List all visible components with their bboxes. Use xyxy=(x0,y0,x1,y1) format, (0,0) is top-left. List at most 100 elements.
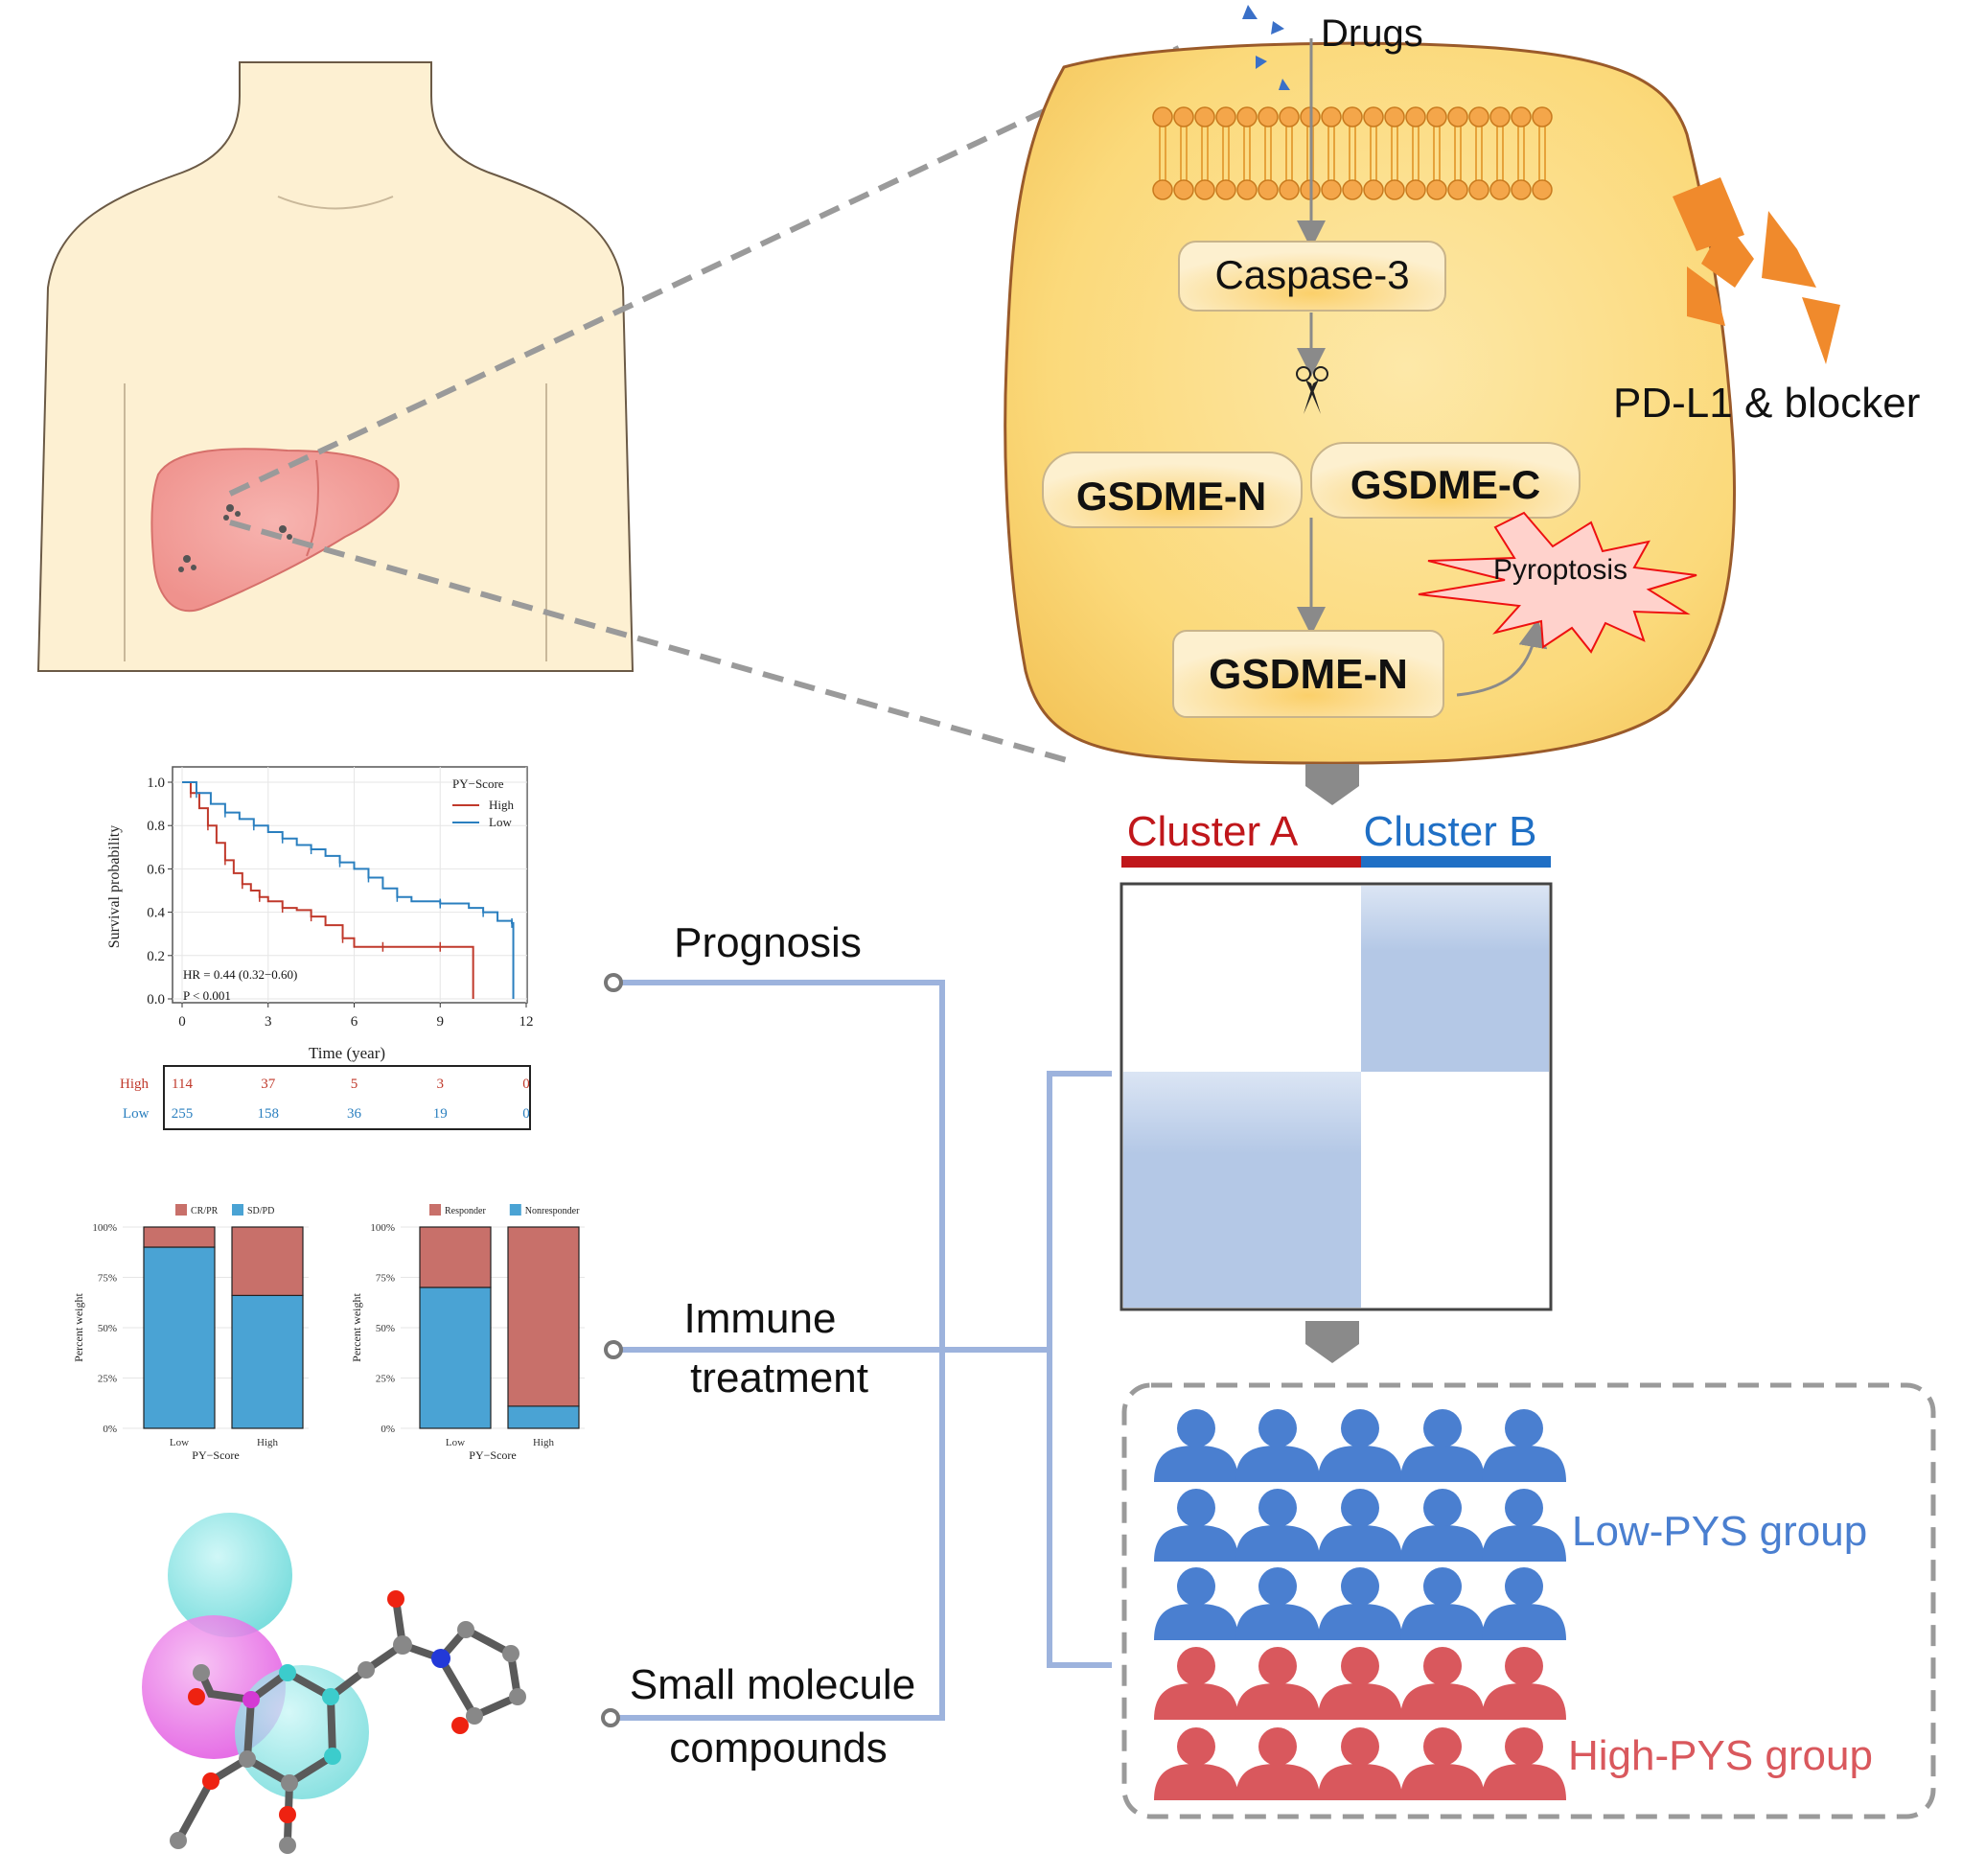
person-head xyxy=(1341,1409,1379,1448)
km-ytick-label: 0.8 xyxy=(147,819,165,834)
gsdme-c-label: GSDME-C xyxy=(1350,462,1540,507)
person-head xyxy=(1258,1567,1297,1606)
km-line-high xyxy=(182,781,474,999)
lipid-head xyxy=(1405,179,1426,200)
lipid-head xyxy=(1342,179,1363,200)
person-head xyxy=(1505,1489,1543,1527)
risk-table-cell: 0 xyxy=(522,1077,530,1092)
person-head xyxy=(1423,1727,1462,1766)
person-head xyxy=(1258,1409,1297,1448)
person-icon-low xyxy=(1482,1409,1566,1482)
patient-groups-box xyxy=(1121,1382,1936,1819)
person-head xyxy=(1505,1647,1543,1685)
person-body xyxy=(1400,1604,1485,1640)
person-head xyxy=(1423,1647,1462,1685)
person-head xyxy=(1258,1489,1297,1527)
km-ytick-label: 0.4 xyxy=(147,906,165,921)
person-body xyxy=(1400,1764,1485,1800)
person-icon-low xyxy=(1400,1409,1485,1482)
lipid-head xyxy=(1447,179,1468,200)
gsdme-n-bottom-label: GSDME-N xyxy=(1209,651,1408,698)
lipid-head xyxy=(1321,179,1342,200)
lipid-head xyxy=(1342,106,1363,127)
prognosis-node xyxy=(604,973,623,992)
person-icon-low xyxy=(1154,1489,1238,1562)
prognosis-label: Prognosis xyxy=(674,919,862,966)
person-icon-high xyxy=(1154,1647,1238,1720)
lipid-head xyxy=(1363,179,1384,200)
high-group-label: High-PYS group xyxy=(1568,1732,1873,1779)
lipid-head xyxy=(1173,106,1194,127)
cluster-b-bar xyxy=(1361,856,1551,868)
small-molecule-node xyxy=(601,1708,620,1727)
lipid-head xyxy=(1447,106,1468,127)
pdl1-blocker-icon xyxy=(1673,177,1840,364)
km-gridlines xyxy=(173,767,527,1003)
person-head xyxy=(1258,1647,1297,1685)
person-head xyxy=(1423,1409,1462,1448)
risk-table-cell: 3 xyxy=(437,1077,445,1092)
lipid-head xyxy=(1152,106,1173,127)
lipid-head xyxy=(1489,179,1511,200)
person-icon-high xyxy=(1400,1647,1485,1720)
bar-legend-swatch xyxy=(429,1204,441,1216)
km-ytick-label: 1.0 xyxy=(147,776,165,791)
bar-segment xyxy=(507,1226,580,1407)
lipid-head xyxy=(1468,179,1489,200)
torso-illustration xyxy=(36,61,635,672)
person-body xyxy=(1400,1446,1485,1482)
bar-ytick-label: 25% xyxy=(376,1374,395,1385)
bar-segment xyxy=(419,1286,492,1429)
person-icon-high xyxy=(1235,1647,1320,1720)
risk-row-label-high: High xyxy=(120,1077,150,1092)
gsdme-c-box: GSDME-C xyxy=(1310,442,1581,519)
km-ytick-label: 0.2 xyxy=(147,949,165,964)
cluster-b-label: Cluster B xyxy=(1364,808,1537,855)
connector-lines xyxy=(618,980,1112,1721)
lipid-head xyxy=(1194,179,1215,200)
person-icon-low xyxy=(1318,1567,1402,1640)
bar-xlabel: PY−Score xyxy=(192,1448,239,1462)
person-body xyxy=(1482,1683,1566,1720)
risk-table-cell: 19 xyxy=(433,1106,448,1122)
bar-ytick-label: 0% xyxy=(103,1424,117,1435)
km-ytick-label: 0.6 xyxy=(147,862,165,877)
lipid-head xyxy=(1258,179,1279,200)
lipid-head xyxy=(1363,106,1384,127)
lipid-head xyxy=(1511,106,1532,127)
person-body xyxy=(1482,1604,1566,1640)
person-body xyxy=(1318,1764,1402,1800)
person-body xyxy=(1235,1764,1320,1800)
drug-molecules xyxy=(1242,5,1290,90)
km-legend-low: Low xyxy=(489,815,512,829)
person-head xyxy=(1341,1567,1379,1606)
person-icon-low xyxy=(1318,1489,1402,1562)
person-icon-low xyxy=(1235,1567,1320,1640)
small-molecule-label-1: Small molecule xyxy=(630,1661,915,1708)
person-head xyxy=(1423,1567,1462,1606)
immune-node xyxy=(604,1340,623,1359)
person-icon-low xyxy=(1482,1567,1566,1640)
bar-segment xyxy=(419,1226,492,1288)
person-head xyxy=(1505,1409,1543,1448)
lipid-head xyxy=(1152,179,1173,200)
person-body xyxy=(1154,1764,1238,1800)
gsdme-n-left-label: GSDME-N xyxy=(1076,474,1266,519)
person-head xyxy=(1341,1489,1379,1527)
gsdme-n-box-left: GSDME-N xyxy=(1042,452,1303,528)
km-xlabel: Time (year) xyxy=(309,1044,385,1062)
person-body xyxy=(1482,1446,1566,1482)
bar-category-label: High xyxy=(257,1437,279,1448)
lipid-head xyxy=(1279,106,1300,127)
lipid-head xyxy=(1468,106,1489,127)
km-xtick-label: 12 xyxy=(519,1014,534,1030)
bar-segment xyxy=(231,1226,304,1297)
person-icon-high xyxy=(1235,1727,1320,1800)
person-icon-high xyxy=(1154,1727,1238,1800)
person-icon-low xyxy=(1235,1409,1320,1482)
km-xtick-label: 6 xyxy=(351,1014,358,1030)
person-head xyxy=(1177,1727,1215,1766)
